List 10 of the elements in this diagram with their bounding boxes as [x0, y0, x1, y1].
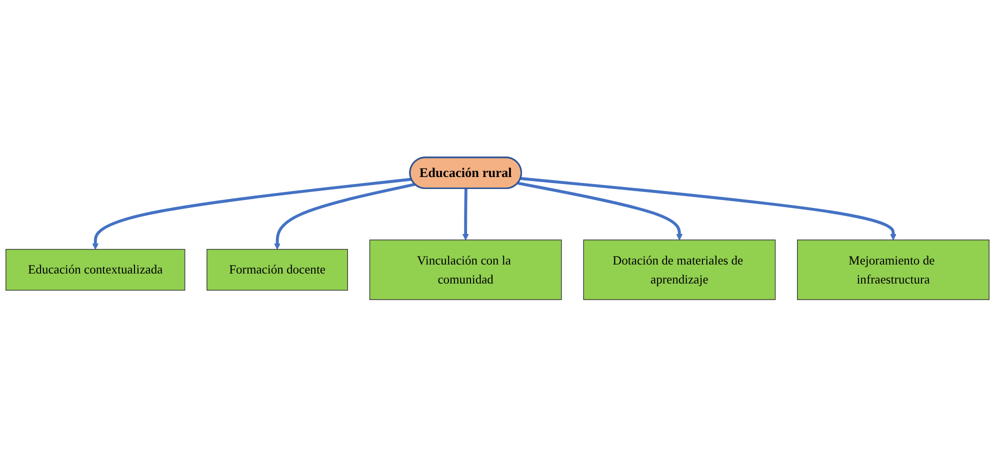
- arrow: [520, 177, 896, 240]
- node-box: Vinculación con la comunidad: [369, 240, 562, 300]
- arrow: [462, 188, 469, 240]
- arrow: [92, 178, 412, 250]
- arrow: [274, 182, 416, 250]
- node-box: Dotación de materiales de aprendizaje: [583, 240, 776, 300]
- arrow: [518, 182, 683, 240]
- node-box: Mejoramiento de infraestructura: [797, 240, 990, 300]
- node-box: Educación contextualizada: [6, 248, 186, 291]
- node-box: Formación docente: [206, 248, 348, 291]
